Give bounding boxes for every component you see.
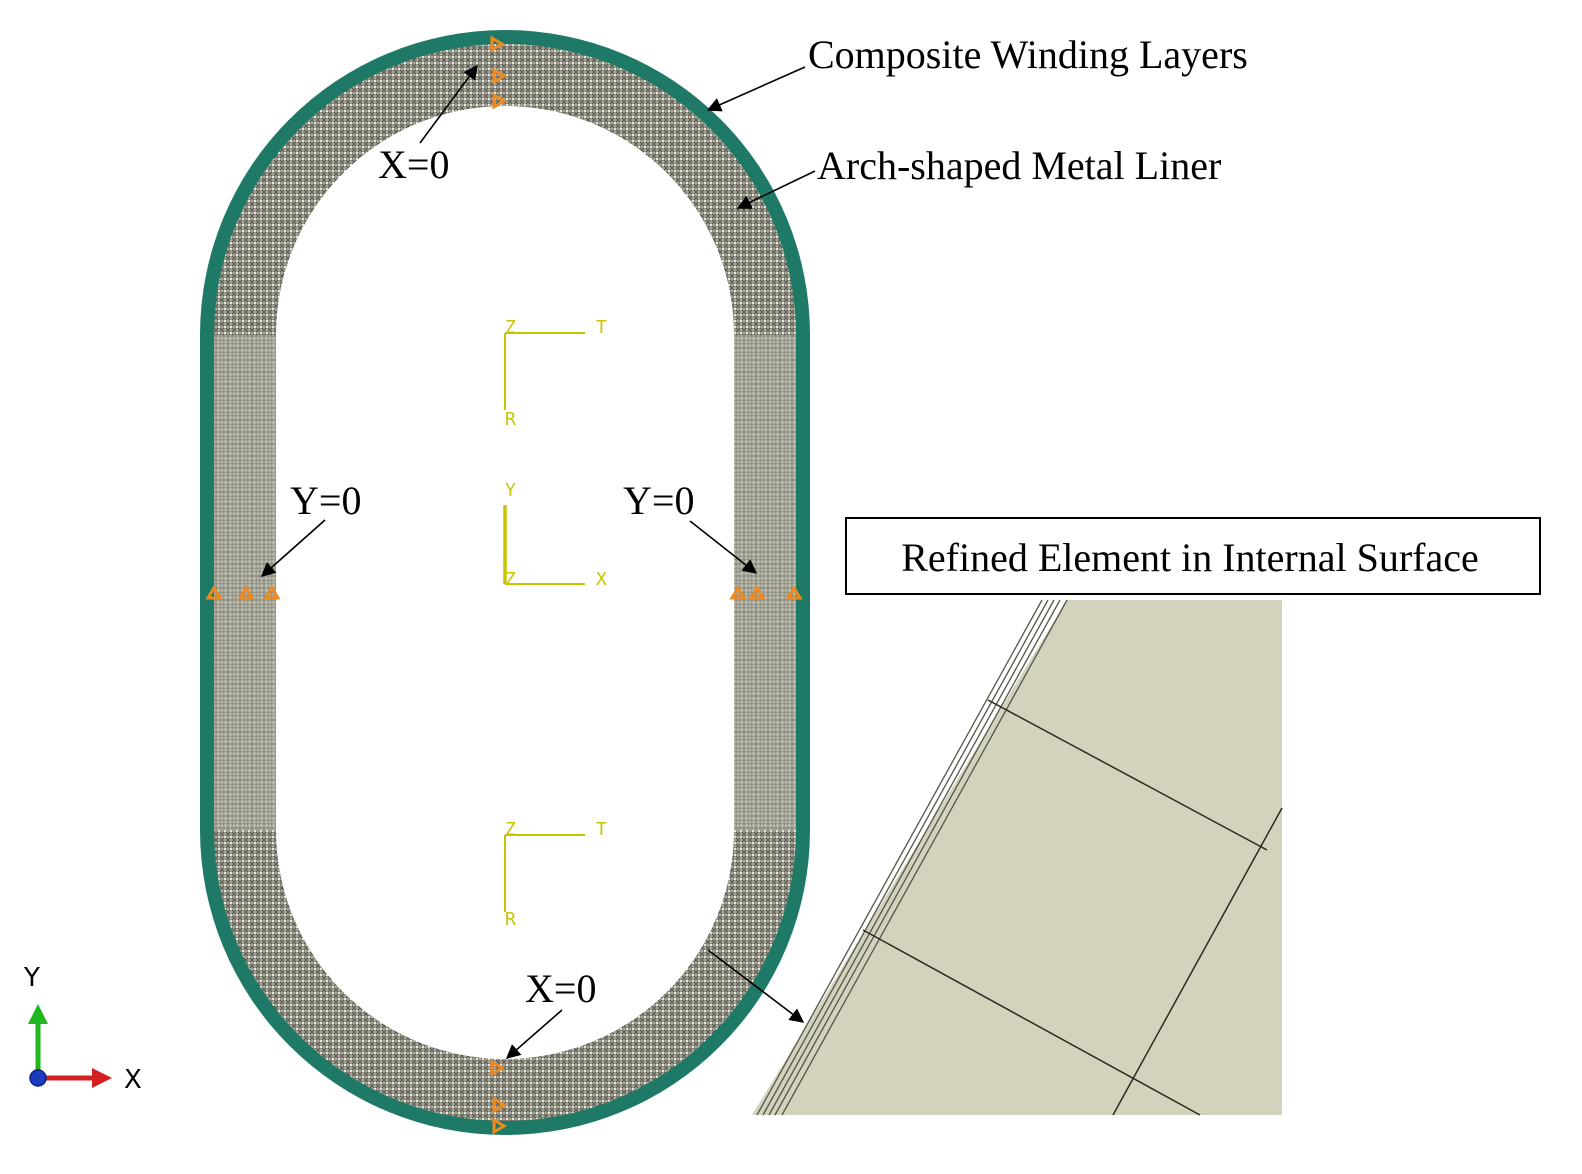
bc-marker-right-3 (785, 585, 803, 600)
csys-bottom (504, 834, 585, 912)
arrow-to-inset (707, 949, 805, 1023)
arrow-x0-top (419, 64, 478, 144)
bc-marker-top-3 (492, 92, 507, 110)
refined-element-inset (752, 599, 1283, 1116)
triad-x-label: X (124, 1065, 142, 1095)
triad-y-label: Y (23, 963, 40, 993)
label-composite-layers: Composite Winding Layers (808, 32, 1248, 77)
bc-marker-right-1 (729, 585, 747, 600)
triad-z-axis (29, 1069, 47, 1087)
label-x0-bottom: X=0 (525, 966, 596, 1011)
label-x0-top: X=0 (378, 142, 449, 187)
csys-middle-x: X (596, 569, 607, 590)
bc-marker-bottom-1 (490, 1059, 505, 1077)
bc-marker-bottom-2 (492, 1096, 507, 1114)
csys-top (504, 332, 585, 410)
annotation-arrows (260, 64, 816, 1059)
csys-top-z: Z (505, 317, 516, 338)
refined-label-box (845, 517, 1541, 595)
bc-marker-top-1 (490, 35, 505, 53)
csys-bottom-t: T (596, 819, 607, 840)
arrow-x0-bottom (505, 1009, 563, 1059)
bc-marker-right-2 (748, 585, 766, 600)
boundary-condition-markers (205, 35, 803, 1135)
label-y0-right: Y=0 (623, 478, 694, 523)
liner-straight-right (734, 335, 796, 830)
csys-top-t: T (596, 317, 607, 338)
csys-bottom-r: R (505, 909, 516, 930)
bc-marker-left-3 (263, 585, 281, 600)
liner-straight-left (214, 335, 276, 830)
global-axis-triad (28, 1004, 112, 1088)
inset-fill (752, 600, 1282, 1115)
inset-element-edges (862, 699, 1283, 1116)
arrow-liner (736, 170, 816, 209)
arrow-composite (706, 66, 806, 112)
bc-marker-top-2 (492, 67, 507, 85)
label-metal-liner: Arch-shaped Metal Liner (817, 143, 1221, 188)
bc-marker-left-1 (205, 585, 223, 600)
inset-surface-lines (756, 599, 1068, 1116)
arrow-y0-right (689, 520, 758, 574)
csys-middle-y: Y (505, 480, 516, 501)
csys-middle-z: Z (505, 569, 516, 590)
csys-bottom-z: Z (505, 819, 516, 840)
label-y0-left: Y=0 (290, 478, 361, 523)
vessel-cross-section (200, 30, 810, 1135)
arrow-y0-left (260, 519, 326, 577)
bc-marker-bottom-3 (492, 1117, 507, 1135)
csys-middle (503, 505, 585, 585)
csys-top-r: R (505, 409, 516, 430)
refined-label-text: Refined Element in Internal Surface (901, 535, 1479, 580)
bc-marker-left-2 (237, 585, 255, 600)
